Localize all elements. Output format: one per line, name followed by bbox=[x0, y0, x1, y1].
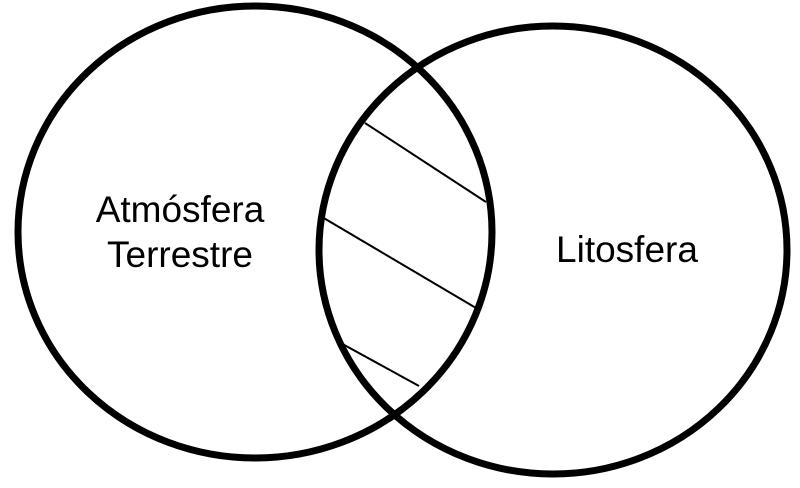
intersection-hatch-line-2 bbox=[321, 216, 477, 309]
litosfera-label: Litosfera bbox=[556, 229, 698, 270]
atmosfera-label-line1: Atmósfera bbox=[96, 189, 265, 230]
intersection-hatch-line-3 bbox=[336, 340, 420, 387]
atmosfera-circle bbox=[14, 2, 496, 462]
intersection-hatch-line-1 bbox=[364, 122, 487, 203]
litosfera-circle bbox=[315, 22, 791, 478]
atmosfera-label-line2: Terrestre bbox=[107, 234, 253, 275]
